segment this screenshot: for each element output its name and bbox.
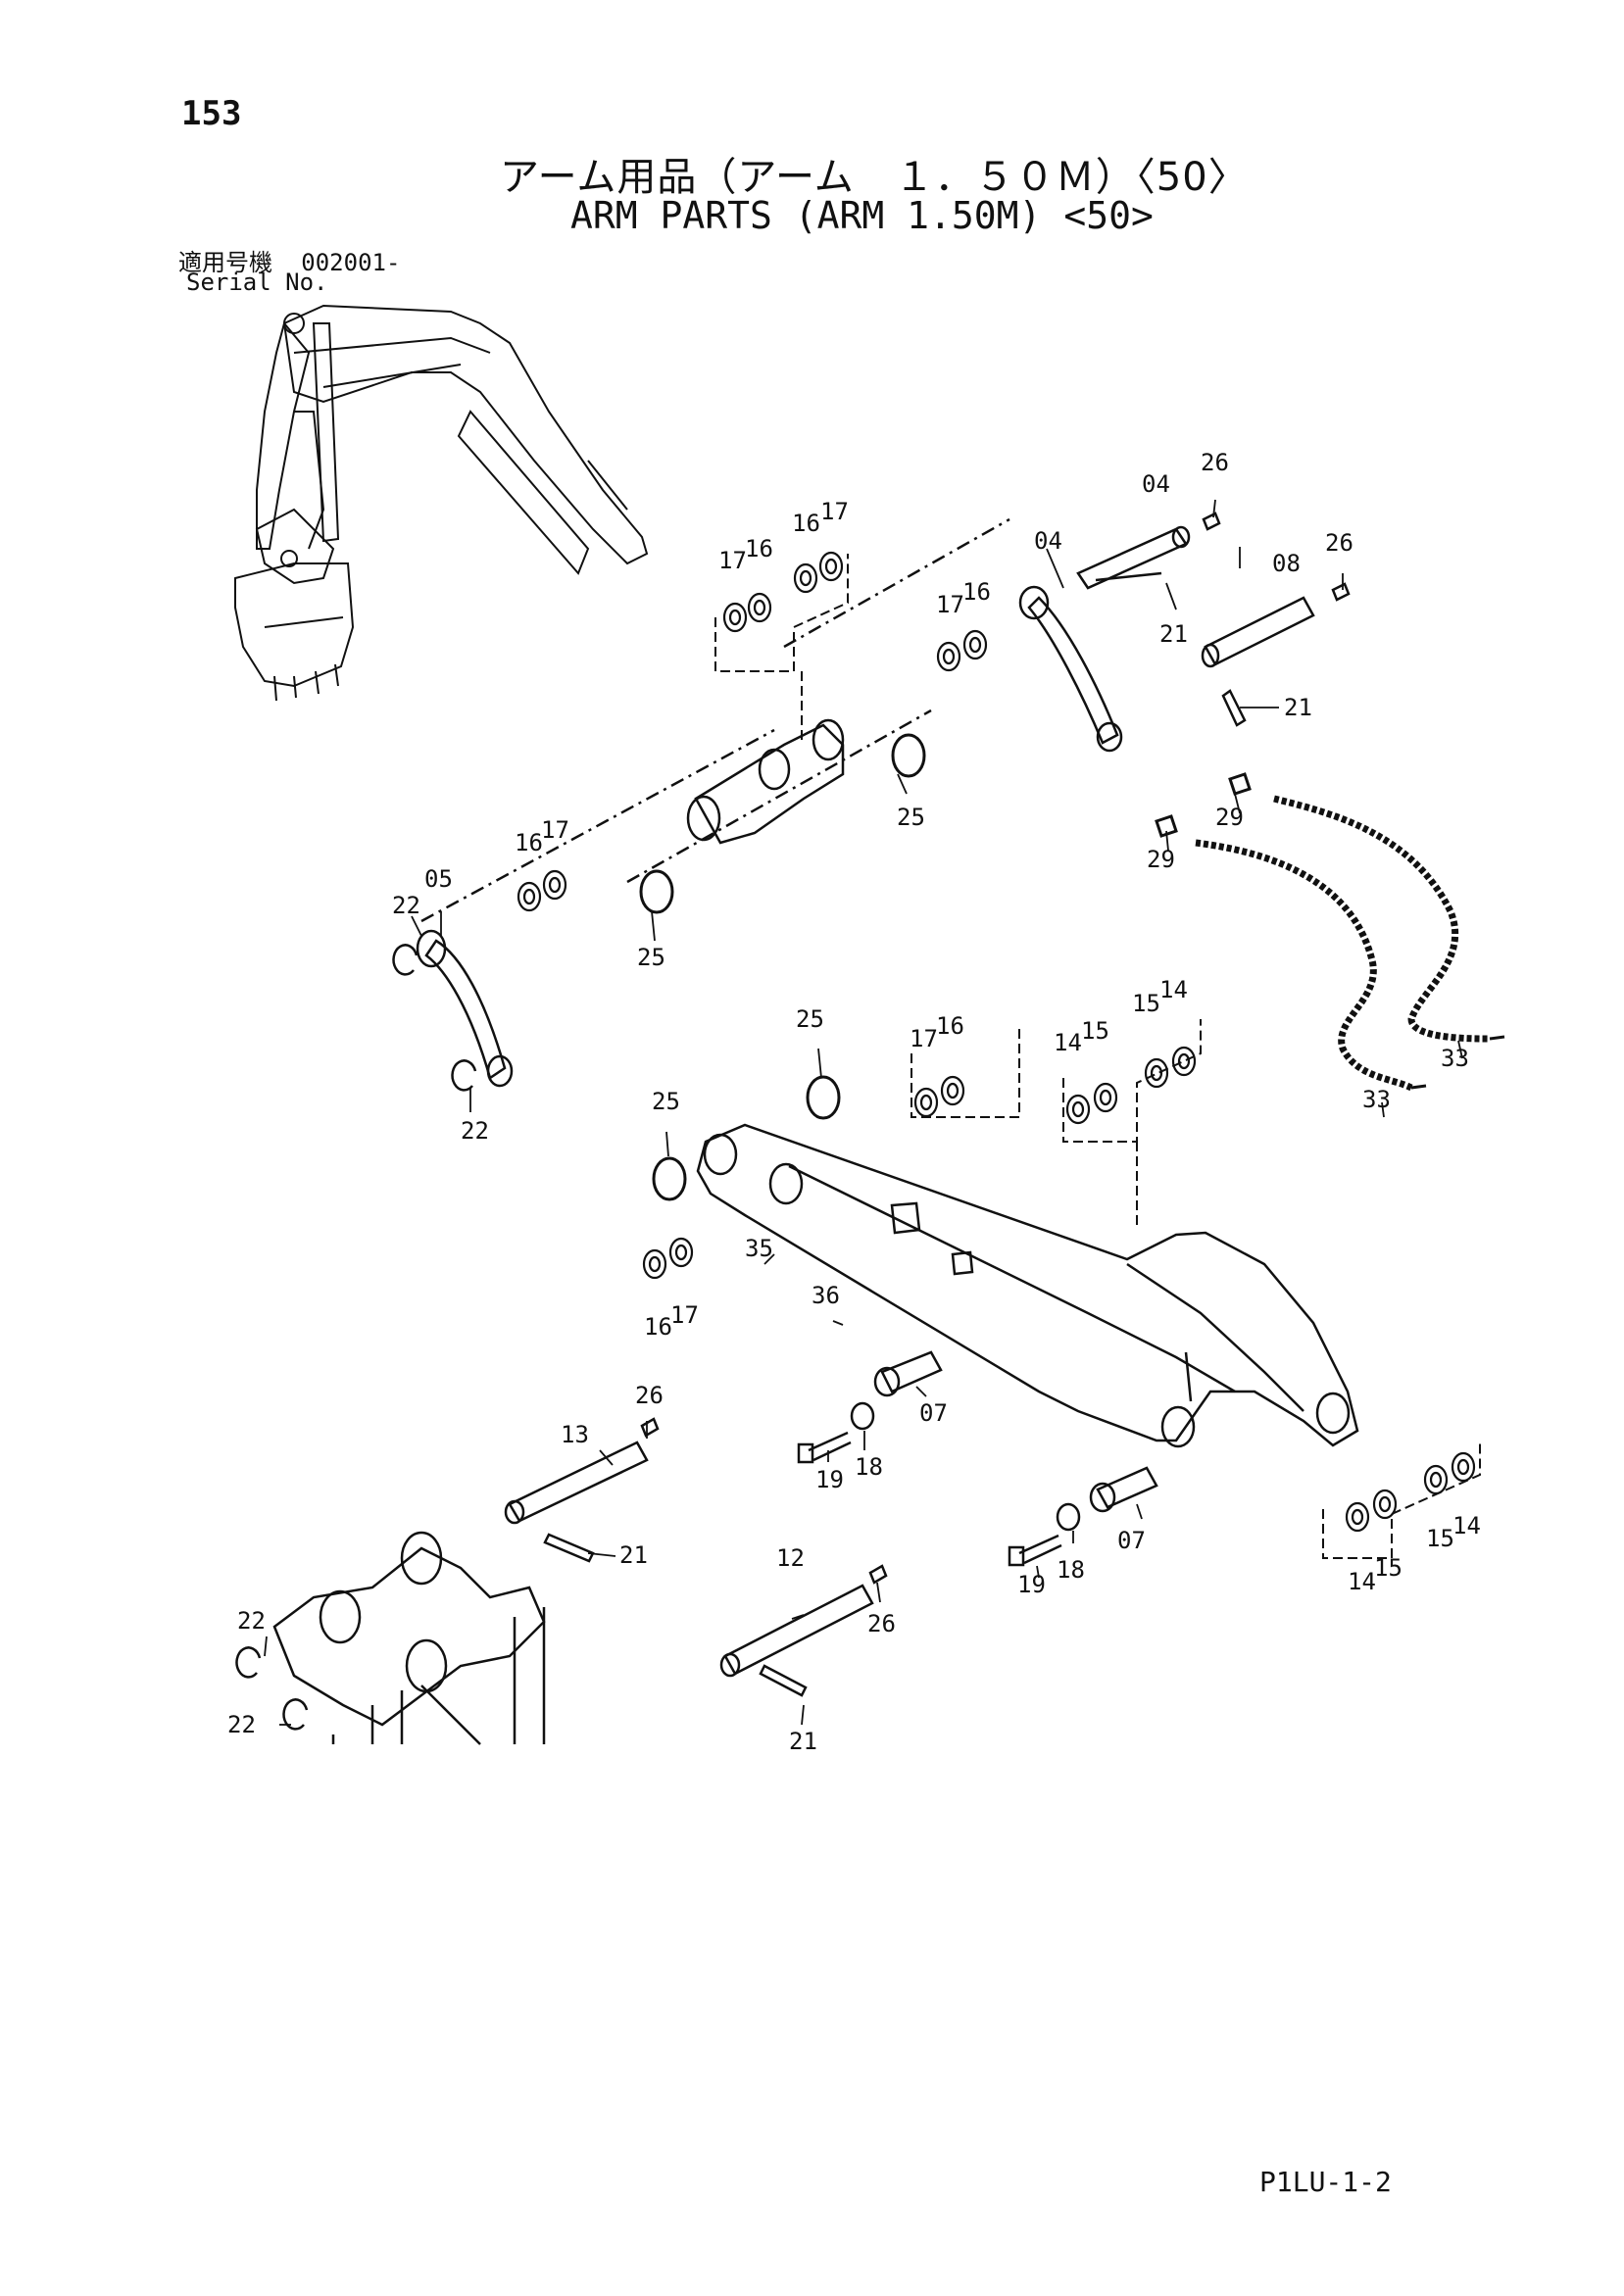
- callout-18a: 18: [855, 1453, 883, 1481]
- callout-14c: 14: [1348, 1568, 1376, 1595]
- callout-19b: 19: [1017, 1571, 1046, 1598]
- callout-17a: 17: [718, 547, 747, 574]
- hydraulic-hoses: [1155, 772, 1505, 1092]
- title-english: ARM PARTS (ARM 1.50M) <50>: [570, 194, 1154, 237]
- footer-code: P1LU-1-2: [1259, 2166, 1392, 2198]
- callout-17c: 17: [936, 591, 964, 618]
- callout-22d: 22: [227, 1711, 256, 1738]
- leader-lines: [264, 499, 1463, 1726]
- callout-07a: 07: [919, 1399, 948, 1427]
- callout-26c: 26: [635, 1382, 664, 1409]
- callout-16c: 16: [962, 578, 991, 606]
- callout-21a: 21: [1159, 620, 1188, 648]
- callout-33a: 33: [1441, 1045, 1469, 1072]
- callout-14a: 14: [1054, 1029, 1082, 1056]
- excavator-inset-sketch: [234, 304, 649, 702]
- washer-rings: [517, 551, 1476, 1533]
- callout-16d: 16: [515, 829, 543, 856]
- callout-07b: 07: [1117, 1527, 1146, 1554]
- callout-16b: 16: [792, 510, 820, 537]
- callout-25c: 25: [796, 1005, 824, 1033]
- arm-body: [696, 1123, 1359, 1448]
- callout-17d: 17: [541, 816, 569, 844]
- callout-26b: 26: [1325, 529, 1353, 557]
- callout-25d: 25: [652, 1088, 680, 1115]
- serial-label-japanese: 適用号機 002001-: [178, 243, 400, 277]
- callout-15b: 15: [1132, 990, 1160, 1017]
- callout-14b: 14: [1159, 976, 1188, 1003]
- callout-04: 04: [1034, 527, 1062, 555]
- callout-09: 04: [1142, 470, 1170, 498]
- washer-group-brackets: [910, 1019, 1481, 1559]
- callout-29b: 29: [1147, 846, 1175, 873]
- callout-15d: 15: [1426, 1525, 1454, 1552]
- callout-17e: 17: [910, 1025, 938, 1052]
- callout-17f: 17: [670, 1301, 699, 1329]
- callout-21c: 21: [619, 1541, 648, 1569]
- callout-29a: 29: [1215, 804, 1244, 831]
- callout-16e: 16: [936, 1012, 964, 1040]
- serial-label-jp-text: 適用号機: [178, 249, 272, 276]
- callout-25a: 25: [897, 804, 925, 831]
- callout-05: 05: [424, 865, 453, 893]
- callout-21b: 21: [1284, 694, 1312, 721]
- callout-15c: 15: [1374, 1554, 1403, 1582]
- callout-16f: 16: [644, 1313, 672, 1341]
- callout-18b: 18: [1057, 1556, 1085, 1584]
- lower-pins-and-bolts: [504, 1350, 1158, 1697]
- callout-08: 08: [1272, 550, 1301, 577]
- callout-14d: 14: [1452, 1512, 1481, 1539]
- callout-26d: 26: [867, 1610, 896, 1637]
- callout-19a: 19: [815, 1466, 844, 1493]
- callout-16a: 16: [745, 535, 773, 562]
- callout-36: 36: [812, 1282, 840, 1309]
- serial-number-value: 002001-: [301, 249, 401, 276]
- callout-17b: 17: [820, 498, 849, 525]
- o-rings: [639, 733, 926, 1201]
- bucket-link-assembly: [272, 1531, 546, 1745]
- callout-22c: 22: [237, 1607, 266, 1635]
- serial-label-english: Serial No.: [186, 269, 328, 296]
- callout-13: 13: [561, 1421, 589, 1448]
- callout-26a: 26: [1201, 449, 1229, 476]
- callout-22b: 22: [461, 1117, 489, 1145]
- callout-labels: 04 26 08 26 04 21 21 17 16 16 17 17 16 2…: [227, 449, 1481, 1755]
- callout-25b: 25: [637, 944, 665, 971]
- callout-12: 12: [776, 1544, 805, 1572]
- callout-15a: 15: [1081, 1017, 1109, 1045]
- callout-21d: 21: [789, 1728, 817, 1755]
- title-japanese: アーム用品（アーム １．５０Ｍ）〈50〉: [500, 155, 1249, 200]
- page-number: 153: [181, 94, 242, 133]
- callout-33b: 33: [1362, 1086, 1391, 1113]
- callout-22a: 22: [392, 892, 420, 919]
- upper-link-assembly: [416, 512, 1351, 1088]
- callout-35: 35: [745, 1235, 773, 1262]
- snap-rings: [235, 944, 477, 1731]
